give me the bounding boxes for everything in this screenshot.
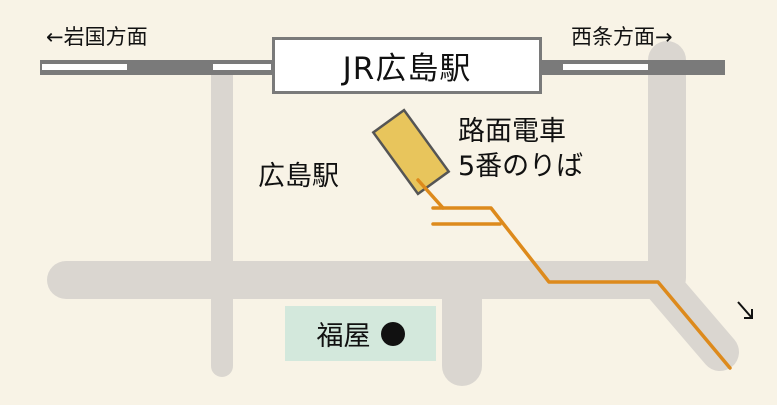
area-label: 広島駅 [258,161,339,192]
black-circle-icon [380,321,405,346]
tram-route-link [416,178,445,210]
tram-stop-marker [371,108,451,196]
tram-platform-line-1: 路面電車 [458,116,566,147]
east-direction-label: 西条方面→ [571,25,673,49]
landmark-box: 福屋 [285,306,436,361]
jr-station-name: JR広島駅 [342,51,472,87]
tram-platform-label: 路面電車 5番のりば [458,114,583,184]
landmark-name: 福屋 [316,321,371,352]
south-east-arrow-icon [737,301,753,319]
jr-station-box: JR広島駅 [272,37,542,94]
tram-route [431,206,732,370]
tram-platform-line-2: 5番のりば [458,151,584,182]
west-direction-label: ←岩国方面 [46,25,148,49]
